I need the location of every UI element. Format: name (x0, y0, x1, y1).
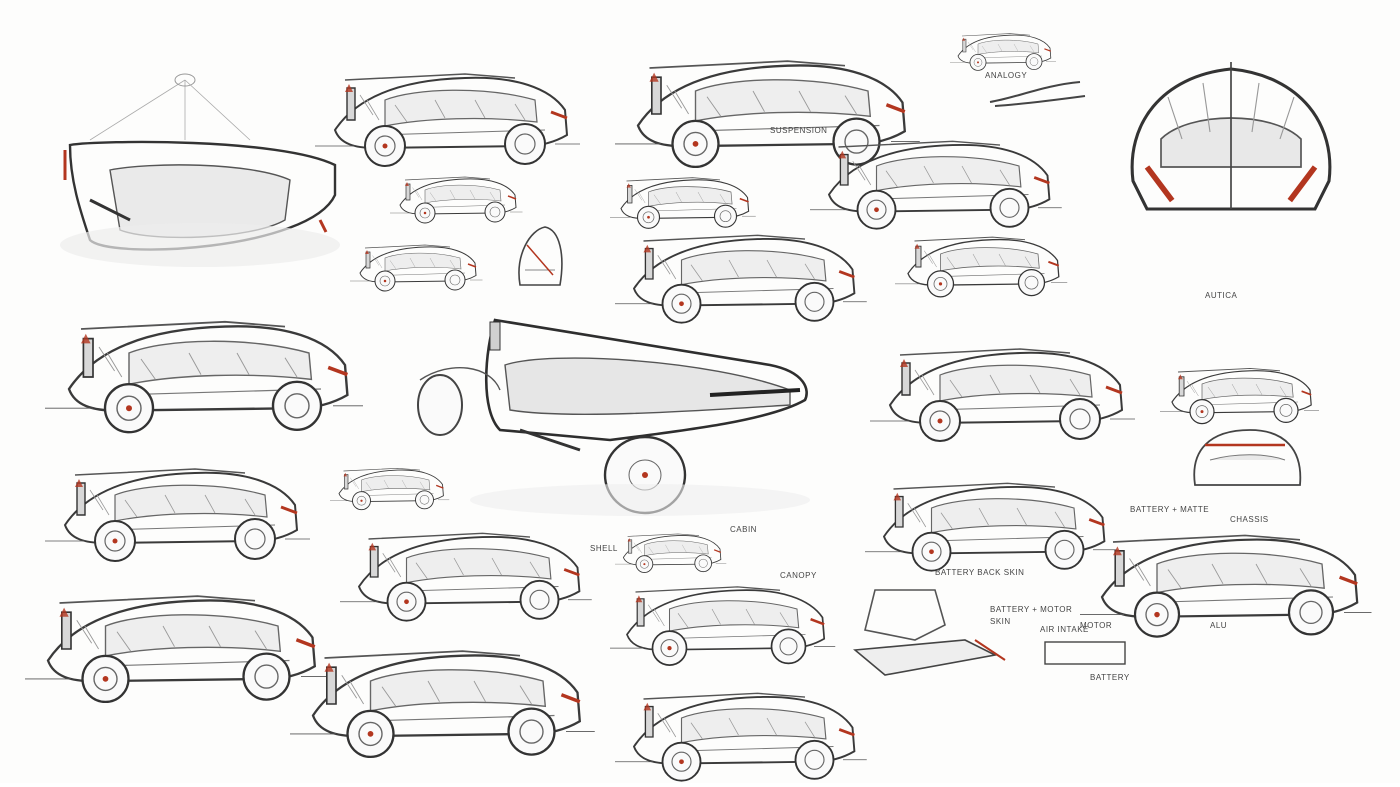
sketch-car-13 (43, 467, 312, 563)
sketch-car-3 (949, 32, 1057, 72)
sketch-car-12 (1159, 367, 1320, 425)
annotation-chassis: CHASSIS (1230, 515, 1269, 524)
annotation-battery-motor: BATTERY + MOTOR (990, 605, 1072, 614)
sketch-hero-car (417, 318, 810, 516)
sketch-car-11 (868, 347, 1137, 443)
annotation-motor: MOTOR (1080, 621, 1112, 630)
sketch-car-7 (349, 244, 484, 292)
annotation-shell: SHELL (590, 544, 618, 553)
sketch-car-1 (313, 72, 582, 168)
annotation-analogy: ANALOGY (985, 71, 1027, 80)
sketch-car-16 (614, 533, 727, 574)
sketch-car-22 (613, 691, 869, 783)
annotation-cabin: CABIN (730, 525, 757, 534)
annotation-skin: SKIN (990, 617, 1011, 626)
sketch-analogy-tool: ANALOGY (985, 71, 1086, 107)
sketch-car-6 (808, 139, 1064, 231)
sketch-car-19 (23, 594, 332, 704)
sketch-rear-right (1193, 429, 1302, 486)
annotation-air-intake: AIR INTAKE (1040, 625, 1089, 634)
annotation-battery-matte: BATTERY + MATTE (1130, 505, 1209, 514)
sketch-exploded-diagram: BATTERY + MOTOR SKIN MOTOR BATTERY AIR I… (853, 589, 1130, 682)
sketch-car-2 (613, 59, 922, 169)
sketch-car-15 (338, 531, 594, 623)
annotation-battery-back-skin: BATTERY BACK SKIN (935, 568, 1024, 577)
sketch-car-4 (389, 176, 524, 224)
annotation-canopy: CANOPY (780, 571, 817, 580)
sketch-car-20 (608, 585, 837, 667)
annotation-alu: ALU (1210, 621, 1227, 630)
annotation-suspension: SUSPENSION (770, 126, 827, 135)
sketch-car-21 (288, 649, 597, 759)
annotation-battery: BATTERY (1090, 673, 1130, 682)
sketch-car-9 (894, 236, 1069, 298)
sketch-car-14 (329, 467, 450, 511)
sketch-car-5 (609, 176, 757, 230)
sketch-car-17 (863, 481, 1119, 573)
sketch-front-top-view (60, 73, 340, 267)
sketch-front-view-large (1132, 62, 1330, 209)
sketch-rear-small (518, 226, 563, 286)
annotation-autica: AUTICA (1205, 291, 1238, 300)
sketch-car-10 (43, 319, 365, 435)
sketch-car-8 (613, 233, 869, 325)
